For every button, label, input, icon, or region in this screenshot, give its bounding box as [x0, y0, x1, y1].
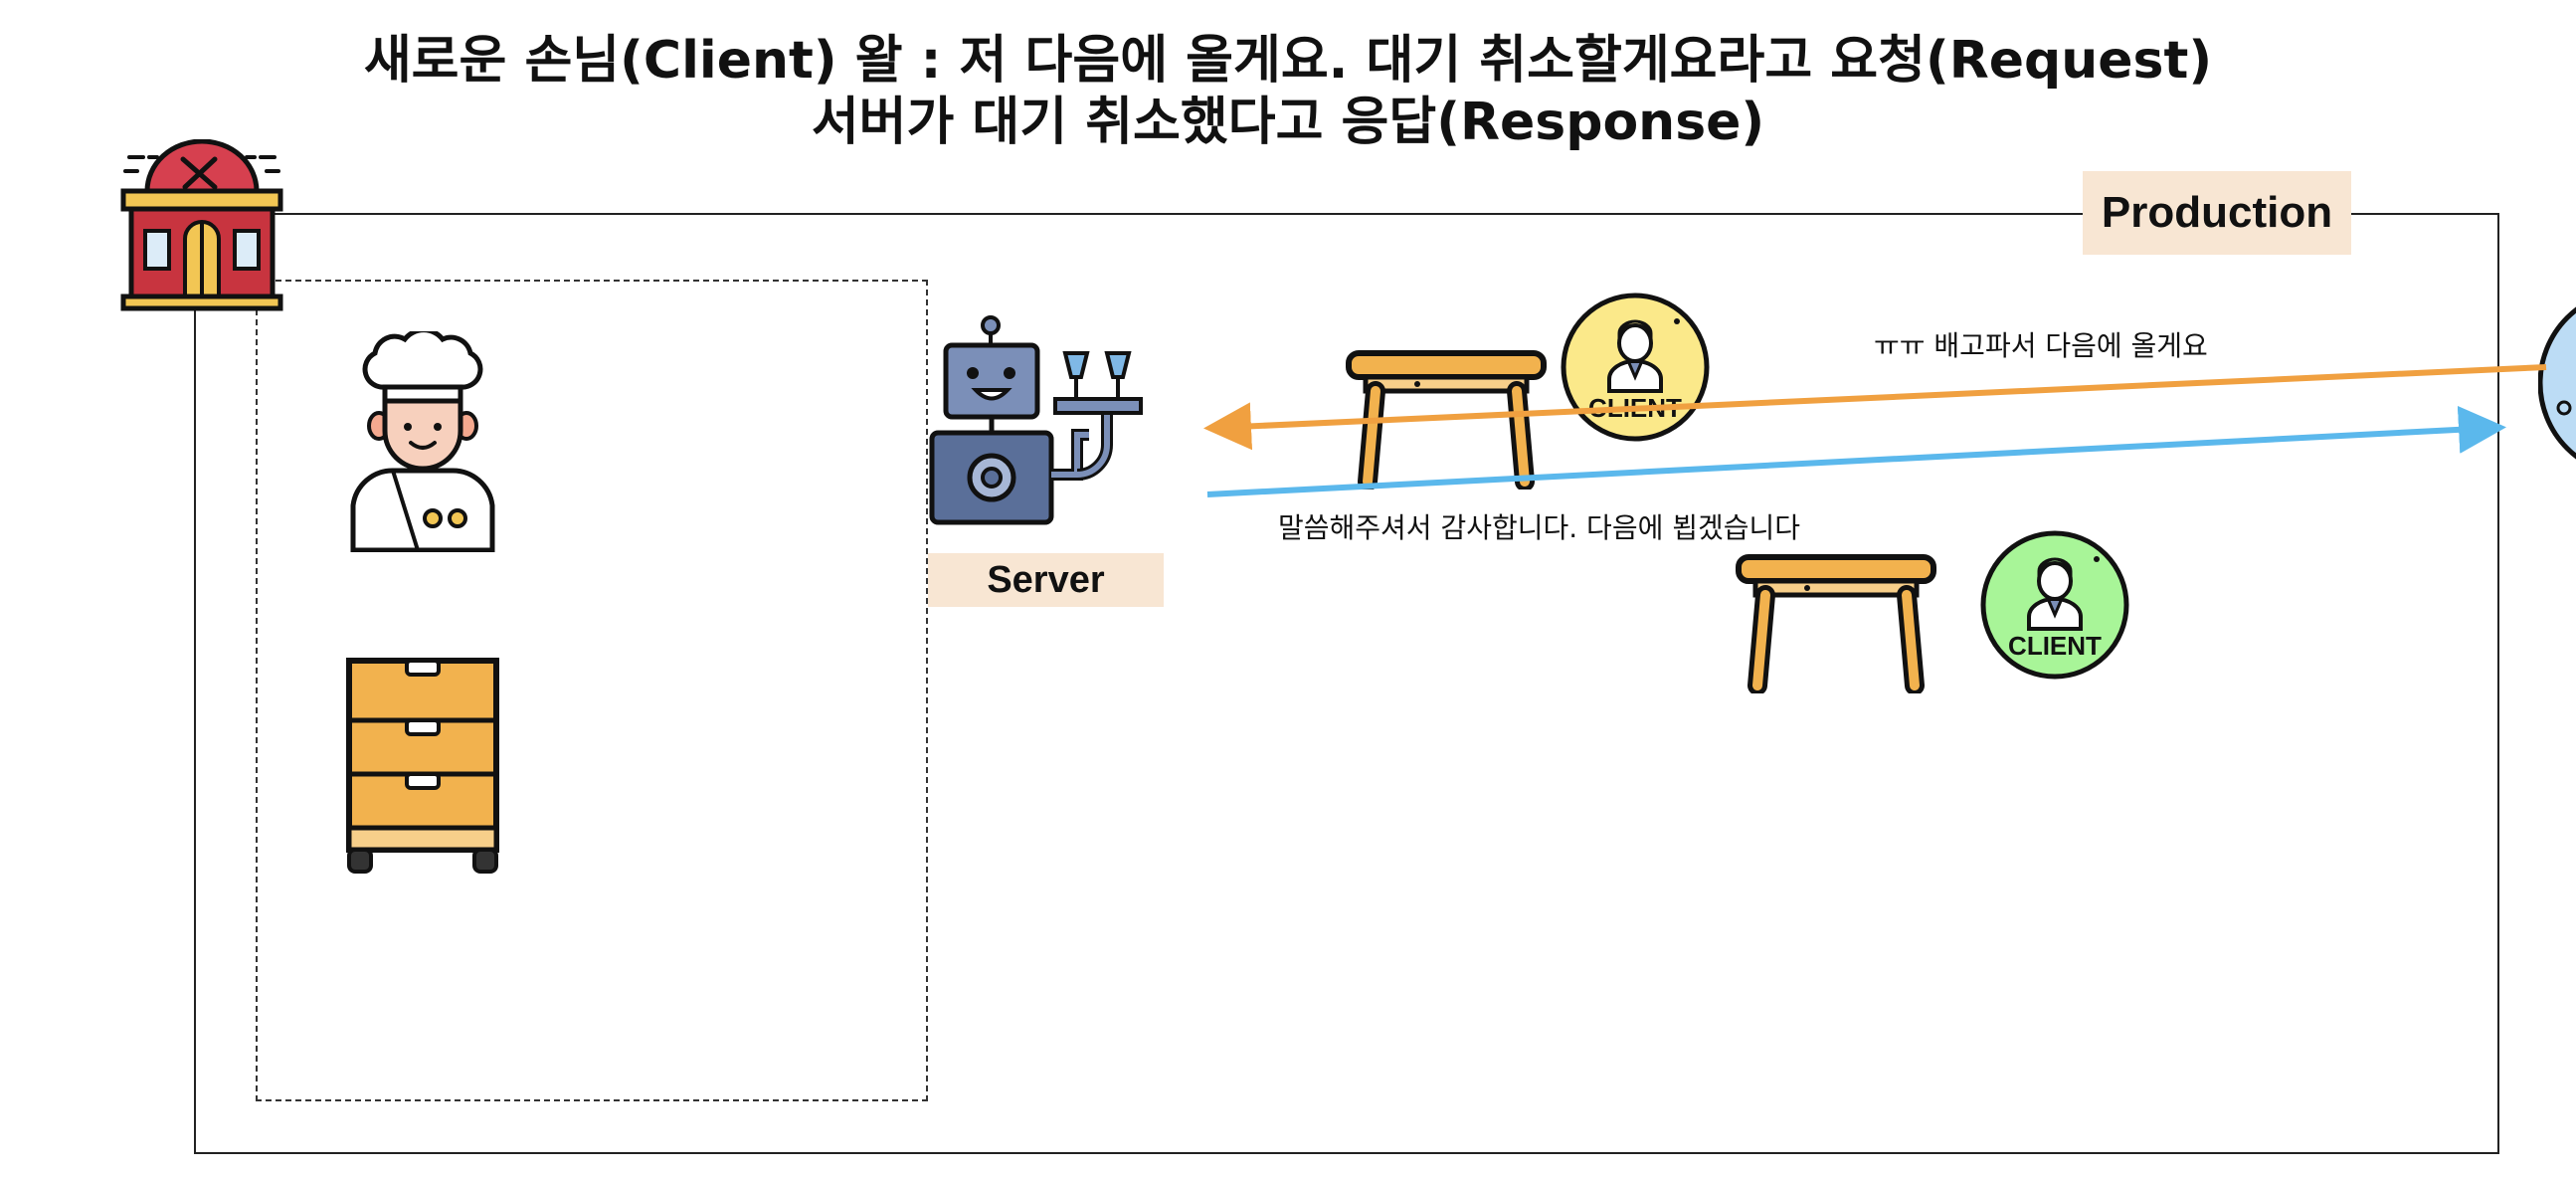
request-message: ㅠㅠ 배고파서 다음에 올게요	[1874, 329, 2208, 362]
diagram-title-line-1: 새로운 손님(Client) 왈 : 저 다음에 올게요. 대기 취소할게요라고…	[363, 31, 2213, 91]
robot-server-icon	[928, 315, 1145, 529]
client-badge-label: CLIENT	[2008, 631, 2102, 661]
server-label: Server	[928, 553, 1164, 607]
request-arrow	[1203, 364, 2547, 451]
response-message: 말씀해주셔서 감사합니다. 다음에 뵙겠습니다	[1278, 511, 1801, 544]
production-label: Production	[2083, 171, 2351, 255]
response-arrow	[1206, 405, 2506, 497]
restaurant-icon	[117, 139, 286, 313]
diagram-title-line-2: 서버가 대기 취소했다고 응답(Response)	[811, 93, 1765, 152]
client-avatar-icon: CLIENT	[1979, 529, 2130, 681]
kitchen-frame	[256, 280, 928, 1101]
cabinet-icon	[343, 657, 502, 878]
chef-icon	[343, 331, 502, 552]
client-avatar-icon	[2538, 289, 2576, 478]
production-frame	[194, 213, 2499, 1154]
table-icon	[1736, 554, 1936, 693]
table-icon	[1346, 350, 1547, 490]
